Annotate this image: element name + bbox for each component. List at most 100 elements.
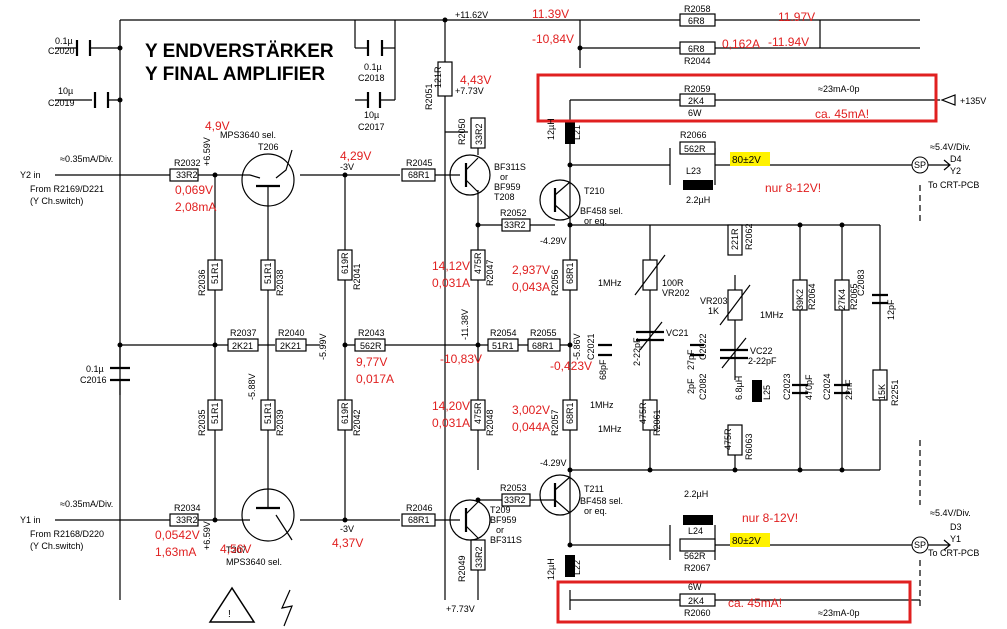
svg-text:100R: 100R	[662, 278, 684, 288]
svg-text:6.8µH: 6.8µH	[734, 376, 744, 400]
svg-text:R2050: R2050	[457, 118, 467, 145]
title-line-2: Y FINAL AMPLIFIER	[145, 64, 325, 85]
svg-text:R2043: R2043	[358, 328, 385, 338]
svg-text:C2023: C2023	[782, 373, 792, 400]
svg-text:10µ: 10µ	[58, 86, 73, 96]
svg-text:L25: L25	[762, 385, 772, 400]
svg-text:ca. 45mA!: ca. 45mA!	[815, 107, 869, 121]
svg-text:C2022: C2022	[698, 333, 708, 360]
svg-text:From R2168/D220: From R2168/D220	[30, 529, 104, 539]
svg-text:39K2: 39K2	[795, 289, 805, 310]
svg-text:C2016: C2016	[80, 375, 107, 385]
svg-text:33R2: 33R2	[474, 123, 484, 145]
svg-text:4,29V: 4,29V	[340, 149, 371, 163]
svg-text:MPS3640 sel.: MPS3640 sel.	[226, 557, 282, 567]
svg-text:619R: 619R	[340, 402, 350, 424]
svg-text:C2017: C2017	[358, 122, 385, 132]
svg-text:33R2: 33R2	[504, 220, 526, 230]
svg-text:-10,84V: -10,84V	[532, 32, 574, 46]
svg-text:≈0.35mA/Div.: ≈0.35mA/Div.	[60, 154, 113, 164]
svg-text:51R1: 51R1	[263, 402, 273, 424]
svg-text:14,12V: 14,12V	[432, 259, 470, 273]
svg-text:ca. 45mA!: ca. 45mA!	[728, 596, 782, 610]
svg-text:470pF: 470pF	[804, 374, 814, 400]
svg-text:R2060: R2060	[684, 608, 711, 618]
svg-text:12µH: 12µH	[546, 118, 556, 140]
svg-text:BF311S: BF311S	[490, 535, 522, 545]
transistor-t206	[241, 149, 295, 207]
title-line-1: Y ENDVERSTÄRKER	[145, 41, 334, 62]
svg-text:or eq.: or eq.	[584, 216, 607, 226]
sp-label: SP	[914, 160, 926, 170]
svg-text:≈23mA-0p: ≈23mA-0p	[818, 84, 859, 94]
svg-text:R2046: R2046	[406, 503, 433, 513]
svg-text:C2082: C2082	[698, 373, 708, 400]
svg-text:475R: 475R	[473, 402, 483, 424]
svg-text:68R1: 68R1	[532, 341, 554, 351]
svg-text:+11.62V: +11.62V	[455, 10, 488, 20]
svg-text:51R1: 51R1	[492, 341, 514, 351]
junctions	[117, 17, 845, 548]
svg-text:R2035: R2035	[197, 409, 207, 436]
svg-text:0,0542V: 0,0542V	[155, 528, 200, 542]
svg-text:R2054: R2054	[490, 328, 517, 338]
svg-text:L22: L22	[572, 560, 582, 575]
svg-text:121R: 121R	[433, 66, 443, 88]
svg-text:15K: 15K	[877, 384, 887, 400]
transistor-t208	[449, 154, 491, 196]
svg-text:R2032: R2032	[174, 158, 201, 168]
svg-text:BF959: BF959	[490, 515, 517, 525]
svg-text:22nF: 22nF	[844, 379, 854, 400]
svg-text:4,37V: 4,37V	[332, 536, 363, 550]
svg-text:68R1: 68R1	[565, 262, 575, 284]
svg-text:6R8: 6R8	[688, 44, 705, 54]
svg-text:33R2: 33R2	[176, 170, 198, 180]
svg-text:12pF: 12pF	[886, 299, 896, 320]
transistor-t207	[241, 488, 295, 542]
svg-text:562R: 562R	[360, 341, 382, 351]
measurement-annotations: 11.39V -10,84V 11.97V 0,162A -11.94V 4,4…	[155, 7, 869, 610]
svg-text:2-22pF: 2-22pF	[748, 356, 777, 366]
inductors	[565, 122, 762, 577]
svg-text:6R8: 6R8	[688, 16, 705, 26]
svg-text:-11.38V: -11.38V	[460, 309, 470, 340]
svg-text:14,20V: 14,20V	[432, 399, 470, 413]
svg-text:4,43V: 4,43V	[460, 73, 491, 87]
svg-text:R2044: R2044	[684, 56, 711, 66]
svg-text:R2048: R2048	[485, 409, 495, 436]
svg-text:BF458 sel.: BF458 sel.	[580, 206, 623, 216]
svg-text:0.1µ: 0.1µ	[86, 364, 104, 374]
svg-text:nur 8-12V!: nur 8-12V!	[742, 511, 798, 525]
svg-text:1K: 1K	[708, 306, 719, 316]
svg-text:-10,83V: -10,83V	[440, 352, 482, 366]
svg-text:R2040: R2040	[278, 328, 305, 338]
svg-text:475R: 475R	[473, 252, 483, 274]
svg-text:R2039: R2039	[275, 409, 285, 436]
svg-text:Y1: Y1	[950, 534, 961, 544]
trimmers	[598, 254, 888, 395]
svg-text:9,77V: 9,77V	[356, 355, 387, 369]
svg-text:To CRT-PCB: To CRT-PCB	[928, 548, 979, 558]
svg-text:≈0.35mA/Div.: ≈0.35mA/Div.	[60, 499, 113, 509]
component-labels: +11.62V +7.73V +135V +7.73V 0.1µ C2020 1…	[20, 4, 986, 618]
svg-text:+6.59V: +6.59V	[202, 521, 212, 550]
svg-text:68R1: 68R1	[565, 402, 575, 424]
svg-text:C2018: C2018	[358, 73, 385, 83]
svg-text:2K21: 2K21	[232, 341, 253, 351]
wires	[55, 19, 940, 610]
svg-text:-11.94V: -11.94V	[768, 35, 809, 49]
svg-text:2K4: 2K4	[688, 96, 704, 106]
svg-text:MPS3640 sel.: MPS3640 sel.	[220, 130, 276, 140]
svg-text:0,044A: 0,044A	[512, 420, 550, 434]
svg-text:3,002V: 3,002V	[512, 403, 550, 417]
svg-text:33R2: 33R2	[504, 495, 526, 505]
svg-text:11.97V: 11.97V	[778, 10, 815, 24]
svg-text:or eq.: or eq.	[584, 506, 607, 516]
svg-text:BF458 sel.: BF458 sel.	[580, 496, 623, 506]
svg-text:R2045: R2045	[406, 158, 433, 168]
svg-text:+7.73V: +7.73V	[455, 86, 484, 96]
svg-text:0,043A: 0,043A	[512, 280, 550, 294]
svg-text:L21: L21	[572, 125, 582, 140]
svg-text:R2064: R2064	[807, 283, 817, 310]
